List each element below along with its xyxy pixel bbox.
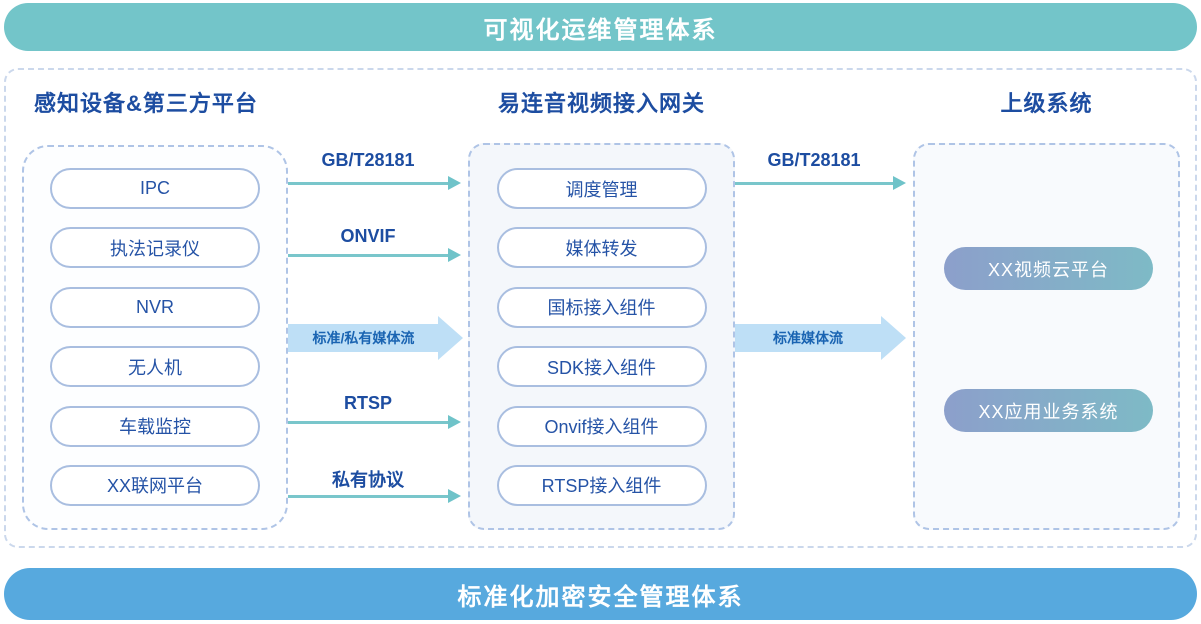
top-banner-label: 可视化运维管理体系 bbox=[483, 16, 718, 44]
upper-item-video-cloud: XX视频云平台 bbox=[944, 247, 1153, 290]
gateway-column-title: 易连音视频接入网关 bbox=[497, 91, 705, 116]
upper-column-title: 上级系统 bbox=[1000, 91, 1093, 116]
gateway-item-onvif-access: Onvif接入组件 bbox=[496, 405, 707, 447]
gateway-item-media: 媒体转发 bbox=[496, 227, 707, 269]
upper-system-box: XX视频云平台 XX应用业务系统 bbox=[913, 143, 1180, 530]
bottom-banner-label: 标准化加密安全管理体系 bbox=[457, 583, 744, 611]
gateway-item-dispatch: 调度管理 bbox=[496, 168, 707, 209]
arrowhead-icon bbox=[448, 489, 461, 503]
bottom-banner: 标准化加密安全管理体系 bbox=[4, 568, 1197, 620]
flow-label-onvif: ONVIF bbox=[340, 226, 396, 246]
gateway-item-rtsp-access: RTSP接入组件 bbox=[496, 464, 707, 506]
arrowhead-icon bbox=[448, 176, 461, 190]
device-item-platform: XX联网平台 bbox=[50, 464, 260, 506]
flow-label-gbt28181-right: GB/T28181 bbox=[767, 150, 861, 170]
media-stream-arrow-right: 标准媒体流 bbox=[735, 324, 881, 352]
flow-arrow-gbt28181-right bbox=[735, 182, 893, 185]
device-item-vehicle: 车载监控 bbox=[50, 405, 260, 447]
flow-label-gbt28181-left: GB/T28181 bbox=[321, 150, 415, 170]
device-item-ipc: IPC bbox=[50, 168, 260, 209]
devices-box: IPC 执法记录仪 NVR 无人机 车载监控 XX联网平台 bbox=[22, 145, 288, 530]
flow-arrow-gbt28181-left bbox=[288, 182, 448, 185]
flow-arrow-private-protocol bbox=[288, 495, 448, 498]
flow-label-rtsp: RTSP bbox=[343, 393, 392, 413]
device-item-nvr: NVR bbox=[50, 286, 260, 328]
gateway-box: 调度管理 媒体转发 国标接入组件 SDK接入组件 Onvif接入组件 RTSP接… bbox=[468, 143, 735, 530]
media-stream-arrowhead-icon bbox=[881, 316, 906, 360]
gateway-item-gb-access: 国标接入组件 bbox=[496, 286, 707, 328]
left-column-title: 感知设备&第三方平台 bbox=[34, 91, 258, 116]
upper-item-app-system: XX应用业务系统 bbox=[944, 389, 1153, 432]
top-banner: 可视化运维管理体系 bbox=[4, 3, 1197, 51]
arrowhead-icon bbox=[893, 176, 906, 190]
arrowhead-icon bbox=[448, 415, 461, 429]
flow-arrow-onvif bbox=[288, 254, 448, 257]
media-stream-arrow-left: 标准/私有媒体流 bbox=[288, 324, 439, 352]
flow-arrow-rtsp bbox=[288, 421, 448, 424]
media-stream-arrowhead-icon bbox=[438, 316, 463, 360]
gateway-item-sdk-access: SDK接入组件 bbox=[496, 346, 707, 388]
device-item-bodycam: 执法记录仪 bbox=[50, 227, 260, 269]
flow-label-private-protocol: 私有协议 bbox=[332, 470, 404, 490]
arrowhead-icon bbox=[448, 248, 461, 262]
device-item-drone: 无人机 bbox=[50, 346, 260, 388]
